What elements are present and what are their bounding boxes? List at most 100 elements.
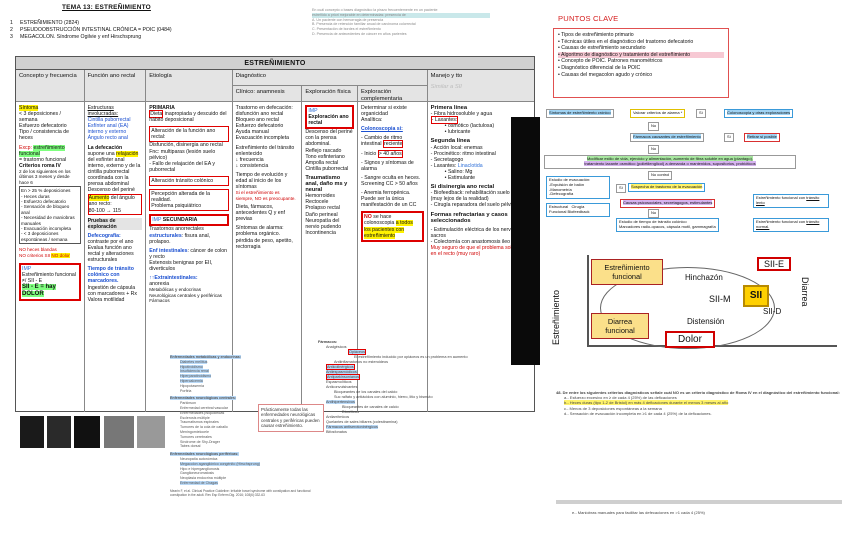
sintoma-label: Síntoma (19, 105, 39, 111)
faint-line: C. Presentación de bordes el estreñimien… (312, 27, 381, 32)
topic-title: TEMA 13: ESTREÑIMIENTO (62, 4, 151, 11)
right-axis-label: Diarrea (800, 277, 810, 307)
col-subheader: Exploración física (302, 86, 358, 102)
col-header: Concepto y frecuencia (16, 70, 84, 102)
flow-causas: Causas psicosociales, secretagogos, esti… (620, 199, 716, 208)
col-manejo: Manejo y tto Similar a SII Primera línea… (427, 70, 534, 412)
text: Estructuras involucradas: (87, 105, 119, 118)
box-diarrea-funcional: Diarrea funcional (591, 313, 649, 339)
faint-question-notes: En cuál concepto o bases diagnóstico la … (312, 8, 490, 37)
flow-no: No (648, 145, 660, 154)
text: Tipo / consistencia de heces (19, 129, 69, 142)
box-sii-e: SII-E (757, 257, 791, 271)
exam-question-panel: 48. De entre los siguientes criterios di… (556, 390, 846, 540)
list-item: • Algoritmo de diagnóstico y tratamiento… (558, 51, 724, 59)
col-header: Etiología (146, 70, 232, 102)
text: = trastorno funcional (19, 156, 67, 163)
col-etiologia: Etiología PRIMARIA Dieta inapropiada y d… (146, 70, 233, 412)
label-sii-m: SII-M (709, 294, 731, 304)
col-header: Función ano rectal (84, 70, 146, 102)
ellipse (600, 267, 775, 349)
sii-quadrant-diagram: Estreñimiento Diarrea Estreñimiento func… (535, 245, 847, 355)
faint-line: En cuál concepto o bases diagnóstico la … (312, 8, 438, 12)
imp-secundaria: IMP SECUNDARIA (149, 214, 229, 227)
col-header: Diagnóstico (232, 70, 427, 86)
list-item: • Diagnóstico diferencial de la POIC (558, 64, 641, 71)
flow-no-control: No control (648, 171, 673, 180)
flow-colono: Colonoscopia y otras exploraciones (724, 109, 794, 118)
drugs-panel: Fármacos: Analgésicos Opiáceos El estreñ… (318, 340, 468, 434)
label-hinchazon: Hinchazón (685, 273, 723, 282)
flow-estructural: Estructural Cirugía Funcional Biofeedbac… (546, 203, 610, 217)
faint-line: D. Presencia de antecedentes de cáncer e… (312, 31, 407, 36)
flow-sospecha: Sospecha de trastorno de la evacuación (628, 183, 706, 192)
faint-line: A. Un paciente con hemorragia de presenc… (312, 17, 384, 22)
box-estrenimiento-funcional: Estreñimiento funcional (591, 259, 663, 285)
flow-si: Sí (724, 133, 734, 142)
flow-no: No (648, 122, 660, 131)
flow-modificar: Modificar estilo de vida, ejercicio y al… (544, 155, 796, 169)
algorithm-flowchart: Síntomas de estreñimiento crónico Valora… (538, 105, 846, 235)
flow-efunc-normal: Estreñimiento funcional con tránsito nor… (753, 218, 829, 232)
puntos-clave-list: • Tipos de estreñimiento primario • Técn… (553, 28, 729, 98)
text: Esfuerzo defecatorio (19, 123, 67, 130)
divider (556, 500, 842, 504)
faint-line: estreñido a priori mejorable en determin… (312, 12, 490, 18)
label-distension: Distensión (687, 317, 725, 326)
col-anamnesis: Clínico: anamnesis Trastorno en defecaci… (232, 86, 303, 412)
text: 2 de los siguientes en los últimos 3 mes… (19, 168, 71, 185)
list-item: • Técnicas útiles en el diagnóstico del … (558, 38, 694, 45)
table-title: ESTREÑIMIENTO (16, 57, 534, 70)
text: NO heces blandas (19, 247, 57, 253)
endoscopy-image (74, 416, 100, 448)
flow-retirar: Retirar si posible (744, 133, 780, 142)
col-exploracion-complementaria: Exploración complementaria Determinar si… (358, 86, 427, 412)
criterios-box: En > 25 % deposiciones- Heces duras- Esf… (19, 186, 81, 245)
criterios-label: Criterios roma IV (19, 162, 61, 169)
list-item: • Concepto de POIC. Patrones manométrico… (558, 58, 663, 65)
sii-center: SII (743, 285, 769, 307)
flow-valorar: Valorar criterios de alarma * (630, 109, 686, 118)
text: < 3 deposiciones / semana (19, 111, 61, 124)
flow-no: No (648, 209, 660, 218)
col-header: Manejo y tto Similar a SII (427, 70, 534, 102)
label-sii-d: SII-D (763, 307, 782, 316)
flow-farmacos: Fármacos causantes de estreñimiento (630, 133, 704, 142)
endoscopy-image (20, 416, 44, 448)
x-axis-label: Dolor (665, 331, 715, 348)
flow-efunc-lento: Estreñimiento funcional con tránsito len… (753, 194, 829, 208)
col-concepto: Concepto y frecuencia Síntoma < 3 deposi… (16, 70, 85, 412)
list-item: • Tipos de estreñimiento primario (558, 32, 634, 38)
endoscopy-image (47, 416, 71, 448)
excp-label: Excp: (19, 144, 32, 151)
secondary-causes-panel: Enfermedades metabólicas y endocrinas: D… (170, 355, 311, 497)
no-colonoscopia-box: NO se hace colonoscopia a todos los paci… (361, 211, 424, 242)
faint-line: B. Presencia de retención familiar anual… (312, 22, 416, 27)
y-axis (587, 255, 589, 347)
imp-box: IMP Estreñimiento funcional ≠/ SII - E S… (19, 263, 81, 302)
y-axis-label: Estreñimiento (551, 289, 561, 345)
neuro-note: Prácticamente todas las enfermedades neu… (258, 404, 324, 432)
col-diagnostico: Diagnóstico Clínico: anamnesis Trastorno… (232, 70, 428, 412)
dark-image-strip (511, 117, 540, 365)
flow-si: Sí (696, 109, 706, 118)
flow-estudio: Estudio de evacuación:-Expulsión de baló… (546, 176, 610, 200)
xray-image (137, 416, 165, 448)
estrenimiento-table: ESTREÑIMIENTO Concepto y frecuencia Sínt… (15, 56, 535, 412)
flow-si: Sí (616, 184, 626, 193)
xray-image (104, 416, 134, 448)
col-subheader: Clínico: anamnesis (232, 86, 302, 102)
flow-sintomas: Síntomas de estreñimiento crónico (546, 109, 614, 118)
col-funcion-ano-rectal: Función ano rectal Estructuras involucra… (84, 70, 147, 412)
list-item: • Causas del megacolon agudo y crónico (558, 71, 653, 78)
puntos-clave-title: PUNTOS CLAVE (558, 14, 619, 23)
col-subheader: Exploración complementaria (358, 86, 427, 102)
list-item: • Causas de estreñimiento secundario (558, 45, 646, 52)
